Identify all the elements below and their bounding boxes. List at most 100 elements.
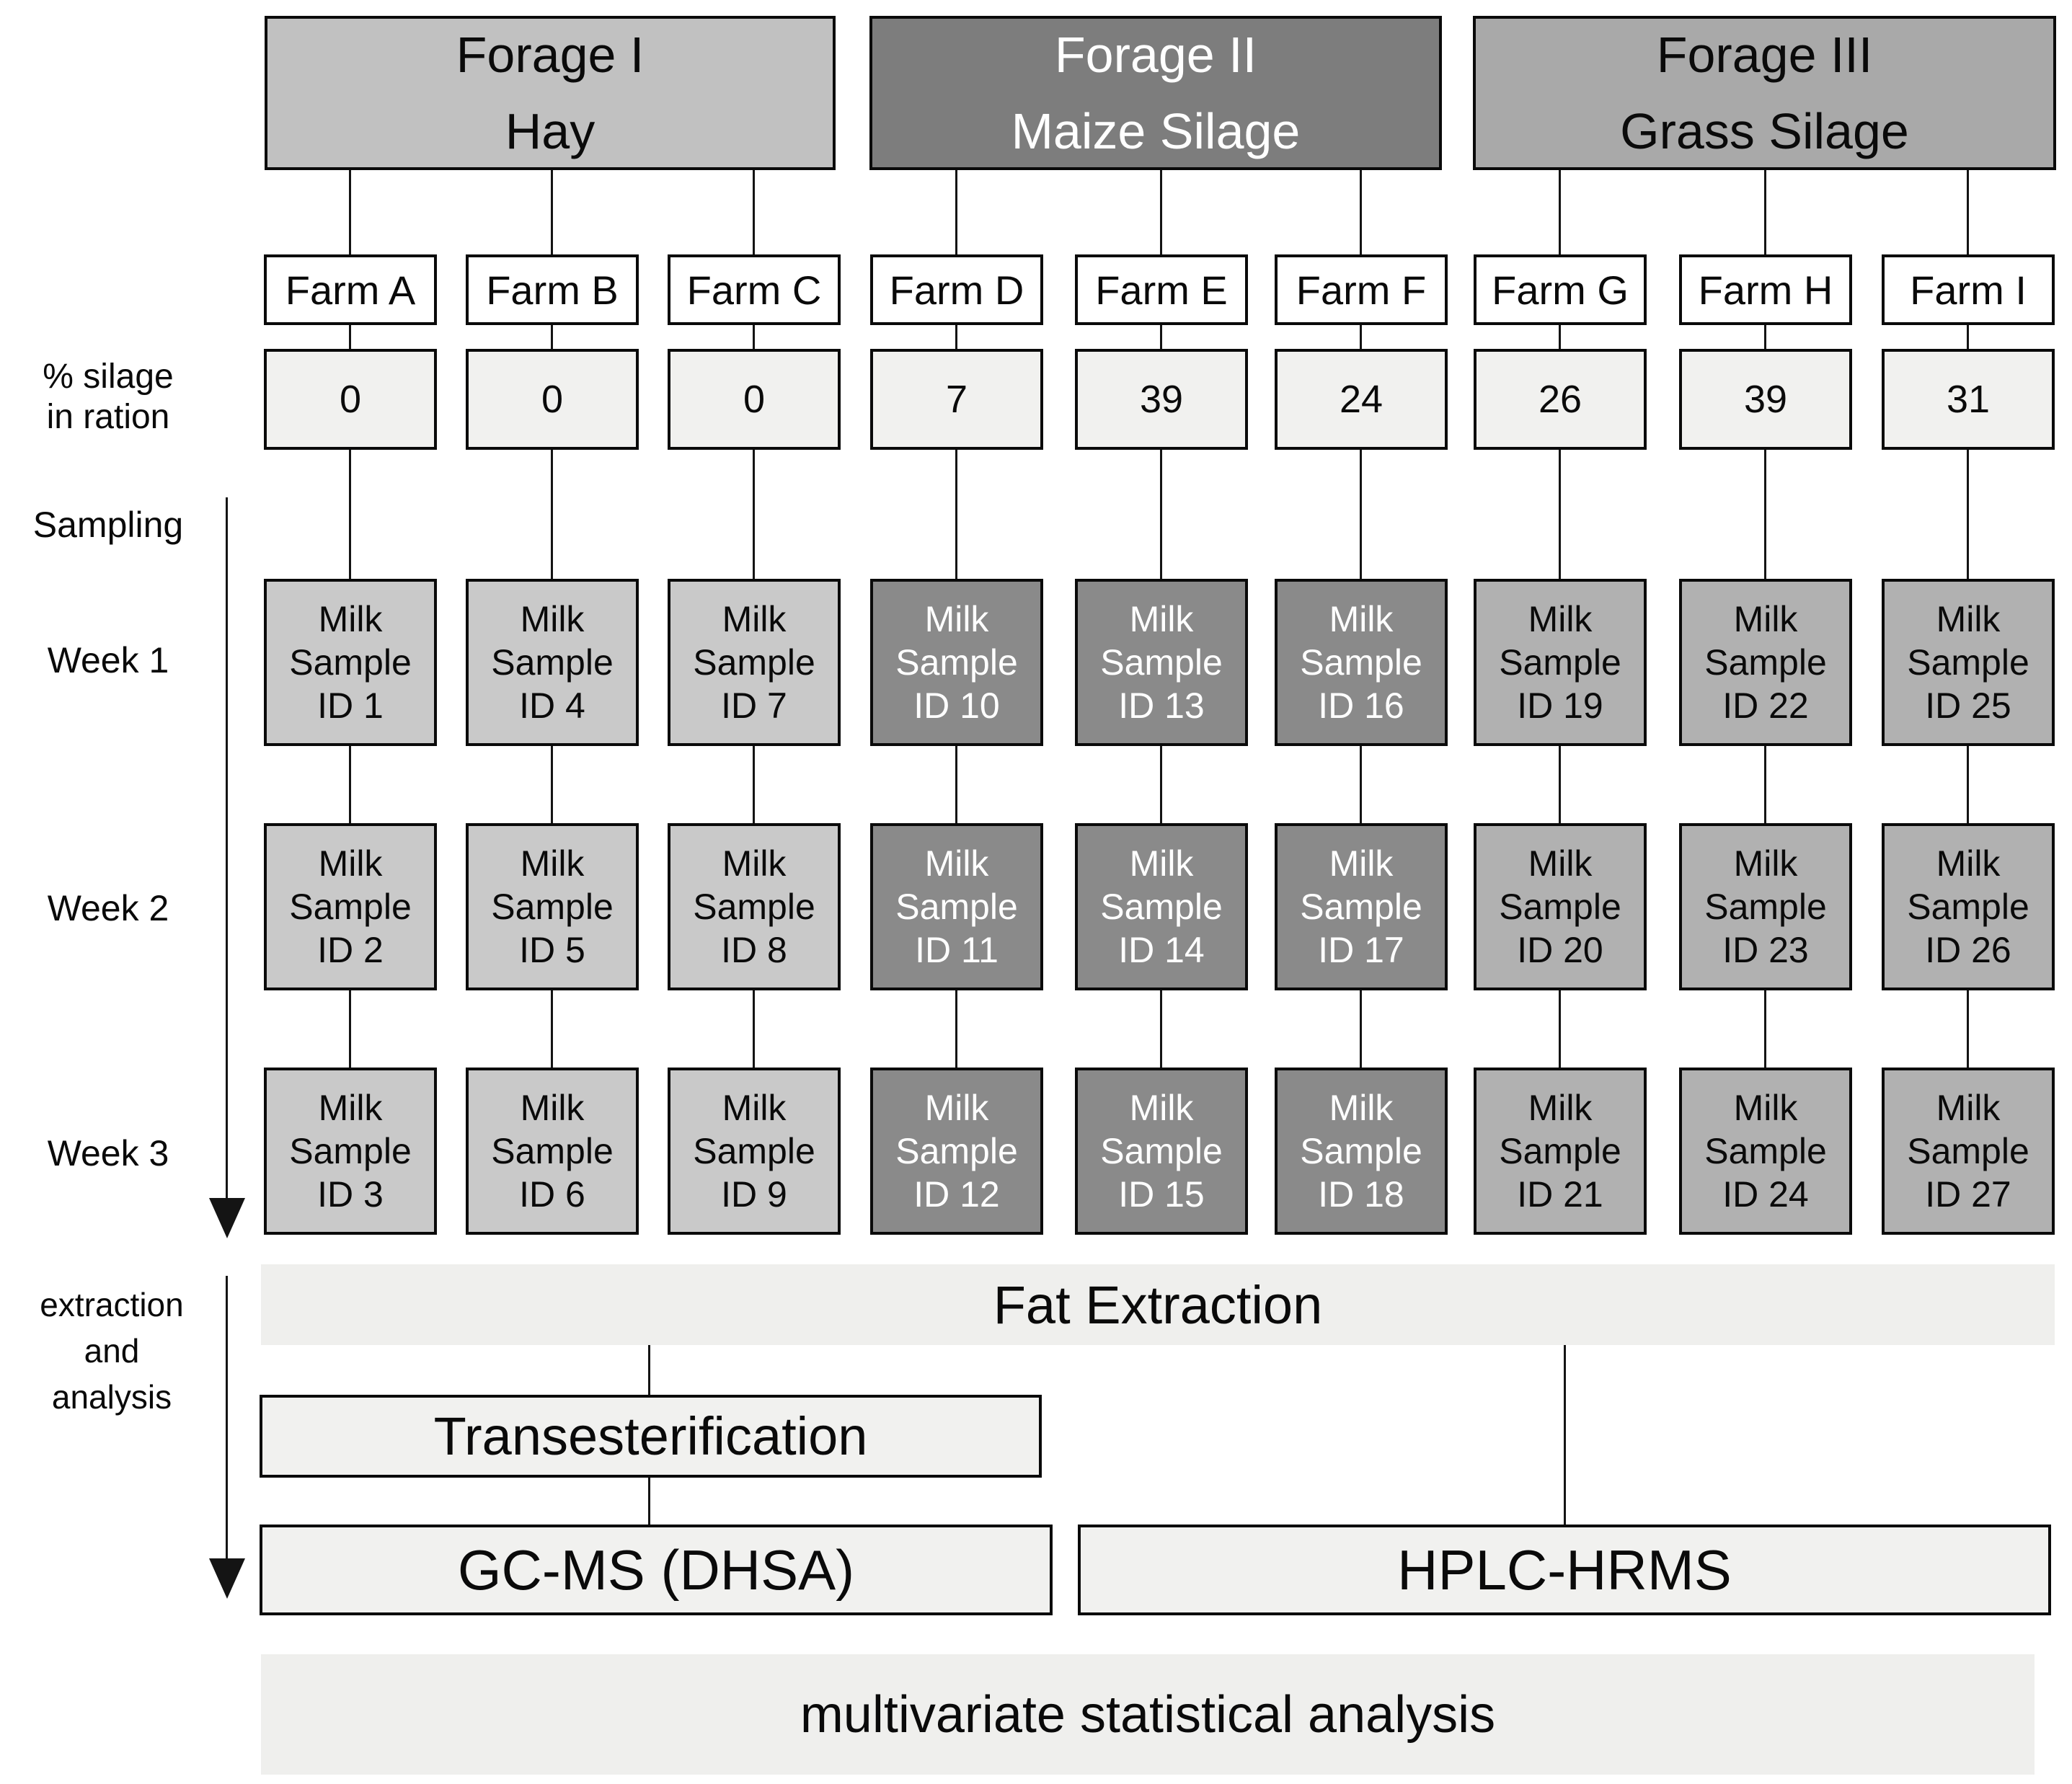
milk-line: ID 12	[913, 1174, 1000, 1215]
multivariate-label: multivariate statistical analysis	[800, 1685, 1496, 1744]
milk-line: Sample	[1499, 642, 1621, 683]
connector-line	[1360, 450, 1362, 580]
milk-line: Milk	[318, 1088, 383, 1128]
connector-line	[349, 990, 351, 1068]
milk-line: Sample	[693, 887, 815, 927]
transesterification-box: Transesterification	[260, 1395, 1042, 1478]
farm-label: Farm F	[1296, 267, 1427, 313]
milk-line: Milk	[924, 599, 989, 639]
milk-line: Milk	[924, 843, 989, 884]
milk-line: ID 19	[1517, 685, 1603, 726]
connector-line	[349, 170, 351, 255]
milk-line: ID 2	[317, 930, 384, 970]
farm-box: Farm I	[1882, 254, 2055, 325]
connector-line	[1764, 450, 1766, 580]
connector-line	[1360, 170, 1362, 255]
connector-line	[753, 170, 755, 255]
silage-percent-box: 31	[1882, 349, 2055, 450]
milk-line: Sample	[895, 642, 1018, 683]
extraction-analysis-label: extraction and analysis	[4, 1282, 220, 1420]
connector-line	[1967, 746, 1969, 823]
connector-line	[753, 746, 755, 823]
connector-line	[753, 325, 755, 350]
connector-line	[551, 450, 553, 580]
silage-percent-box: 0	[668, 349, 841, 450]
milk-line: ID 1	[317, 685, 384, 726]
milk-line: ID 5	[519, 930, 585, 970]
silage-percent-value: 39	[1743, 378, 1788, 421]
arrow-head-icon	[209, 1198, 245, 1238]
header-line: Maize Silage	[1011, 103, 1301, 159]
connector-line	[1559, 746, 1561, 823]
milk-line: Milk	[1329, 599, 1394, 639]
milk-line: Sample	[1499, 1131, 1621, 1171]
sampling-label: Sampling	[32, 505, 184, 545]
farm-label: Farm D	[889, 267, 1024, 313]
milk-line: Sample	[1100, 887, 1223, 927]
milk-line: ID 24	[1722, 1174, 1809, 1215]
milk-line: Sample	[491, 642, 614, 683]
connector-line	[753, 450, 755, 580]
arrow-head-icon	[209, 1558, 245, 1599]
milk-line: ID 11	[915, 930, 999, 970]
milk-line: Milk	[1329, 843, 1394, 884]
connector-line	[1967, 325, 1969, 350]
milk-line: Sample	[693, 1131, 815, 1171]
farm-box: Farm G	[1474, 254, 1647, 325]
connector-line	[1559, 990, 1561, 1068]
header-line: Hay	[505, 103, 596, 159]
fat-extraction-bar: Fat Extraction	[261, 1264, 2055, 1345]
header-forage-2: Forage II Maize Silage	[869, 16, 1442, 170]
silage-percent-box: 7	[870, 349, 1043, 450]
milk-line: ID 6	[519, 1174, 585, 1215]
milk-line: Milk	[722, 1088, 787, 1128]
hplc-box: HPLC-HRMS	[1078, 1525, 2051, 1615]
connector-line	[1764, 325, 1766, 350]
connector-line	[1559, 450, 1561, 580]
milk-line: Sample	[895, 1131, 1018, 1171]
connector-line	[1967, 990, 1969, 1068]
milk-line: ID 7	[721, 685, 787, 726]
milk-line: Sample	[491, 887, 614, 927]
milk-line: ID 21	[1517, 1174, 1603, 1215]
header-line: Forage II	[1054, 27, 1257, 83]
connector-line	[1967, 450, 1969, 580]
gcms-label: GC-MS (DHSA)	[457, 1537, 855, 1602]
milk-line: Sample	[491, 1131, 614, 1171]
milk-line: ID 9	[721, 1174, 787, 1215]
farm-label: Farm B	[486, 267, 619, 313]
milk-line: Sample	[1100, 642, 1223, 683]
silage-percent-value: 7	[945, 378, 968, 421]
silage-ration-label-line: % silage	[43, 358, 174, 396]
connector-line	[1559, 170, 1561, 255]
silage-percent-box: 24	[1275, 349, 1448, 450]
silage-percent-value: 0	[339, 378, 362, 421]
connector-line	[1160, 325, 1162, 350]
milk-line: ID 3	[317, 1174, 384, 1215]
silage-percent-box: 39	[1679, 349, 1852, 450]
connector-line	[648, 1478, 650, 1525]
milk-line: Milk	[1129, 843, 1194, 884]
milk-line: ID 8	[721, 930, 787, 970]
milk-line: ID 13	[1118, 685, 1205, 726]
transesterification-label: Transesterification	[433, 1406, 868, 1466]
milk-line: Sample	[289, 1131, 412, 1171]
connector-line	[551, 746, 553, 823]
connector-line	[648, 1345, 650, 1395]
header-forage-1: Forage I Hay	[265, 16, 836, 170]
milk-line: ID 26	[1925, 930, 2011, 970]
week-3-label: Week 3	[47, 1133, 169, 1173]
